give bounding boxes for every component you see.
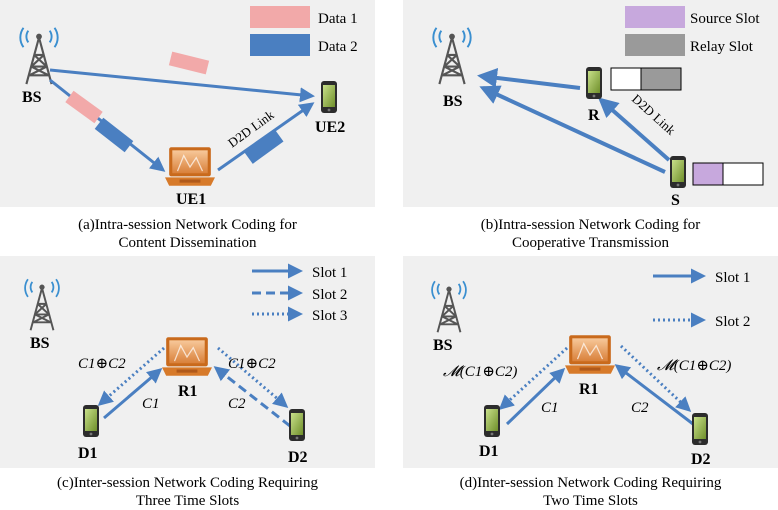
legend-slot2-label: Slot 2 xyxy=(312,287,347,303)
coded-label-right: 𝓜(C1⊕C2) xyxy=(657,358,731,374)
r1-label: R1 xyxy=(178,383,198,400)
legend-slot1-label: Slot 1 xyxy=(715,270,750,286)
phone-icon xyxy=(289,409,305,441)
d1-to-r1-arrow xyxy=(505,367,566,426)
legend-source-label: Source Slot xyxy=(690,11,760,27)
d1-label: D1 xyxy=(78,445,98,462)
base-station-icon xyxy=(432,26,472,86)
panel-b-diagram: Source Slot Relay Slot BS D2D Link R S xyxy=(432,6,764,209)
phone-icon xyxy=(83,405,99,437)
legend-data1-swatch xyxy=(250,6,310,28)
caption-line: Content Dissemination xyxy=(118,235,257,251)
panel-a-caption: (a)Intra-session Network Coding for Cont… xyxy=(0,216,375,252)
base-station-icon xyxy=(24,278,60,332)
panel-c: Slot 1 Slot 2 Slot 3 BS R1 C1⊕C2 C1⊕C2 C… xyxy=(0,256,375,468)
caption-line: (c)Inter-session Network Coding Requirin… xyxy=(57,475,318,491)
phone-icon xyxy=(586,67,602,99)
s-label: S xyxy=(671,192,680,207)
d2-to-r1-arrow xyxy=(213,366,291,428)
d2-label: D2 xyxy=(691,451,711,468)
base-station-icon xyxy=(19,26,59,86)
r1-to-d2-arrow xyxy=(619,344,692,413)
phone-icon xyxy=(670,156,686,188)
coded-label-right: C1⊕C2 xyxy=(228,356,276,372)
legend-relay-label: Relay Slot xyxy=(690,39,754,55)
ue1-label: UE1 xyxy=(176,191,206,207)
caption-line: Two Time Slots xyxy=(543,493,638,509)
data1-packet xyxy=(168,51,210,75)
panel-a: Data 1 Data 2 BS D2D Link UE1 UE2 xyxy=(0,0,375,208)
panel-c-caption: (c)Inter-session Network Coding Requirin… xyxy=(0,474,375,510)
bs-label: BS xyxy=(433,337,453,354)
s-to-r-arrow xyxy=(598,97,671,162)
base-station-icon xyxy=(431,280,467,334)
laptop-icon xyxy=(165,146,215,187)
d2-label: D2 xyxy=(288,449,308,466)
r-to-bs-arrow xyxy=(477,67,581,90)
bs-label: BS xyxy=(443,93,463,110)
r-label: R xyxy=(588,107,600,124)
d2-to-r1-arrow xyxy=(614,364,694,426)
legend-source-swatch xyxy=(625,6,685,28)
c1-label: C1 xyxy=(142,396,160,412)
c2-label: C2 xyxy=(631,400,649,416)
d1-to-r1-arrow xyxy=(103,368,163,420)
caption-line: Cooperative Transmission xyxy=(511,235,670,251)
legend-data2-label: Data 2 xyxy=(318,39,358,55)
laptop-icon xyxy=(565,334,615,375)
coded-label-left: C1⊕C2 xyxy=(78,356,126,372)
c2-label: C2 xyxy=(228,396,246,412)
caption-line: Three Time Slots xyxy=(135,493,240,509)
phone-icon xyxy=(321,81,337,113)
panel-d: Slot 1 Slot 2 BS R1 𝓜(C1⊕C2) 𝓜(C1⊕C2) C1… xyxy=(403,256,778,468)
panel-c-diagram: Slot 1 Slot 2 Slot 3 BS R1 C1⊕C2 C1⊕C2 C… xyxy=(24,263,347,466)
c1-label: C1 xyxy=(541,400,559,416)
panel-a-diagram: Data 1 Data 2 BS D2D Link UE1 UE2 xyxy=(19,6,358,208)
panel-d-diagram: Slot 1 Slot 2 BS R1 𝓜(C1⊕C2) 𝓜(C1⊕C2) C1… xyxy=(431,268,750,468)
data1-packet xyxy=(65,90,103,124)
r-relay-slot xyxy=(640,67,682,91)
phone-icon xyxy=(692,413,708,445)
legend-slot2-label: Slot 2 xyxy=(715,314,750,330)
s-source-slot xyxy=(692,162,724,186)
coded-label-left: 𝓜(C1⊕C2) xyxy=(443,364,517,380)
d1-label: D1 xyxy=(479,443,499,460)
bs-to-ue2-arrow xyxy=(49,68,315,103)
bs-label: BS xyxy=(30,335,50,352)
r1-to-d1-arrow xyxy=(97,346,165,406)
legend-relay-swatch xyxy=(625,34,685,56)
ue2-label: UE2 xyxy=(315,119,345,136)
laptop-icon xyxy=(162,336,212,377)
caption-line: (a)Intra-session Network Coding for xyxy=(78,217,297,233)
panel-b: Source Slot Relay Slot BS D2D Link R S xyxy=(403,0,778,209)
s-empty-slot xyxy=(722,162,764,186)
d2d-link-arrow xyxy=(217,102,315,172)
panel-d-caption: (d)Inter-session Network Coding Requirin… xyxy=(403,474,778,510)
data2-packet xyxy=(244,130,284,164)
data2-packet xyxy=(94,117,134,153)
r1-label: R1 xyxy=(579,381,599,398)
r-empty-slot xyxy=(610,67,642,91)
caption-line: (b)Intra-session Network Coding for xyxy=(480,217,701,233)
phone-icon xyxy=(484,405,500,437)
s-to-bs-arrow xyxy=(479,85,666,174)
legend-data2-swatch xyxy=(250,34,310,56)
legend-data1-label: Data 1 xyxy=(318,11,358,27)
panel-b-caption: (b)Intra-session Network Coding for Coop… xyxy=(403,216,778,252)
legend-slot1-label: Slot 1 xyxy=(312,265,347,281)
legend-slot3-label: Slot 3 xyxy=(312,308,347,324)
caption-line: (d)Inter-session Network Coding Requirin… xyxy=(459,475,722,491)
bs-label: BS xyxy=(22,89,42,106)
